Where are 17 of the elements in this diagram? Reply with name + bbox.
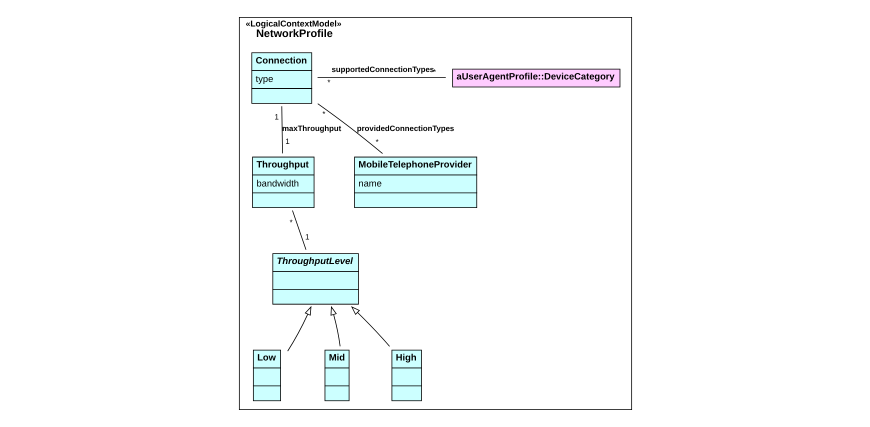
label: 1 <box>284 136 290 146</box>
edge-label: maxThroughput <box>282 124 341 133</box>
arrow <box>330 306 340 347</box>
connector <box>316 103 382 154</box>
edge-label: providedConnectionTypes <box>356 124 454 133</box>
label: * <box>322 109 325 118</box>
edge-label: supportedConnectionTypes <box>331 65 434 74</box>
connector <box>316 77 446 78</box>
arrow <box>350 306 390 347</box>
label: 1 <box>304 232 309 242</box>
arrow <box>286 306 311 352</box>
label: * <box>326 78 330 87</box>
connector <box>292 210 306 250</box>
label: * <box>375 137 378 146</box>
label: 1 <box>274 112 278 122</box>
label: * <box>289 218 292 227</box>
connector <box>280 106 282 154</box>
